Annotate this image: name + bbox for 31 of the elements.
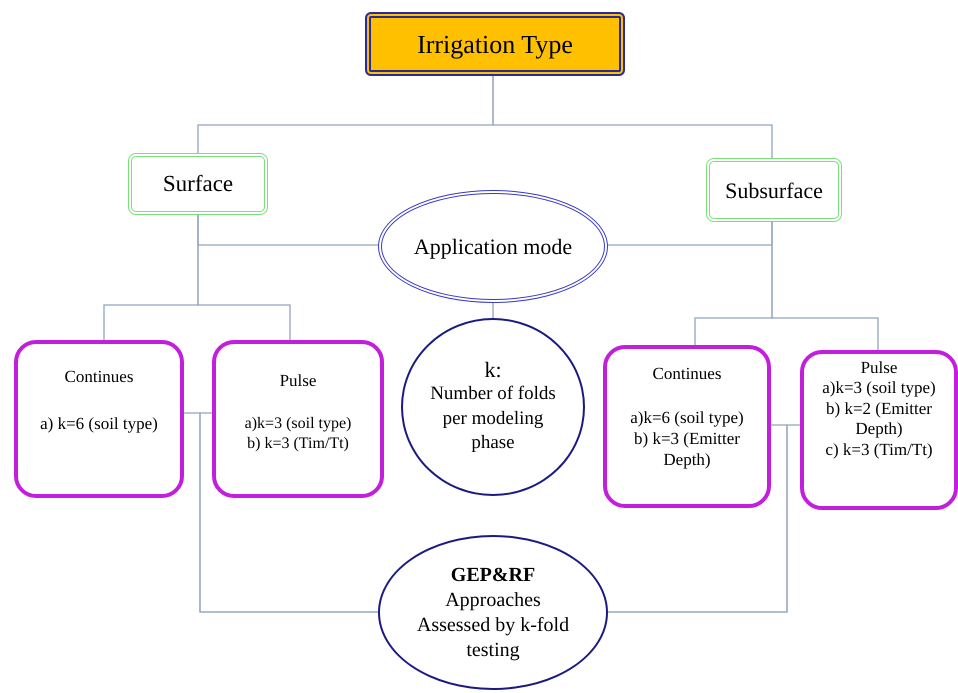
method-box <box>800 350 958 510</box>
node-heading: GEP&RF <box>450 563 536 588</box>
connector-line <box>492 76 773 158</box>
node-heading: Application mode <box>414 232 572 261</box>
node-heading: Continues <box>652 363 722 385</box>
category-box <box>706 158 842 222</box>
node-text: c) k=3 (Tim/Tt) <box>825 440 933 460</box>
node-heading: Continues <box>64 366 134 388</box>
method-box <box>603 345 771 508</box>
connector-line <box>771 222 879 350</box>
node-text: b) k=3 (Tim/Tt) <box>247 434 349 454</box>
node-heading: Irrigation Type <box>417 28 573 61</box>
node-heading: Surface <box>162 170 234 198</box>
node-text: b) k=2 (Emitter Depth) <box>825 398 933 440</box>
node-text: a)k=6 (soil type) <box>630 406 744 428</box>
node-text: Number of folds per modeling phase <box>429 382 557 456</box>
category-box <box>128 153 268 215</box>
connector-line <box>197 215 291 340</box>
node-text: Approaches Assessed by k-fold testing <box>416 588 570 663</box>
title-box <box>365 12 625 76</box>
node-text: a)k=3 (soil type) <box>244 414 352 434</box>
method-box <box>14 340 184 498</box>
node-heading: Pulse <box>280 370 316 392</box>
node-heading: Pulse <box>860 358 898 378</box>
node-text: a)k=3 (soil type) <box>822 378 936 399</box>
node-text: b) k=3 (Emitter Depth) <box>633 428 741 470</box>
node-heading: Subsurface <box>725 176 823 204</box>
method-box <box>212 340 384 498</box>
connector-line <box>492 303 494 318</box>
node-text: a) k=6 (soil type) <box>40 414 158 434</box>
node-heading: k: <box>484 358 502 382</box>
